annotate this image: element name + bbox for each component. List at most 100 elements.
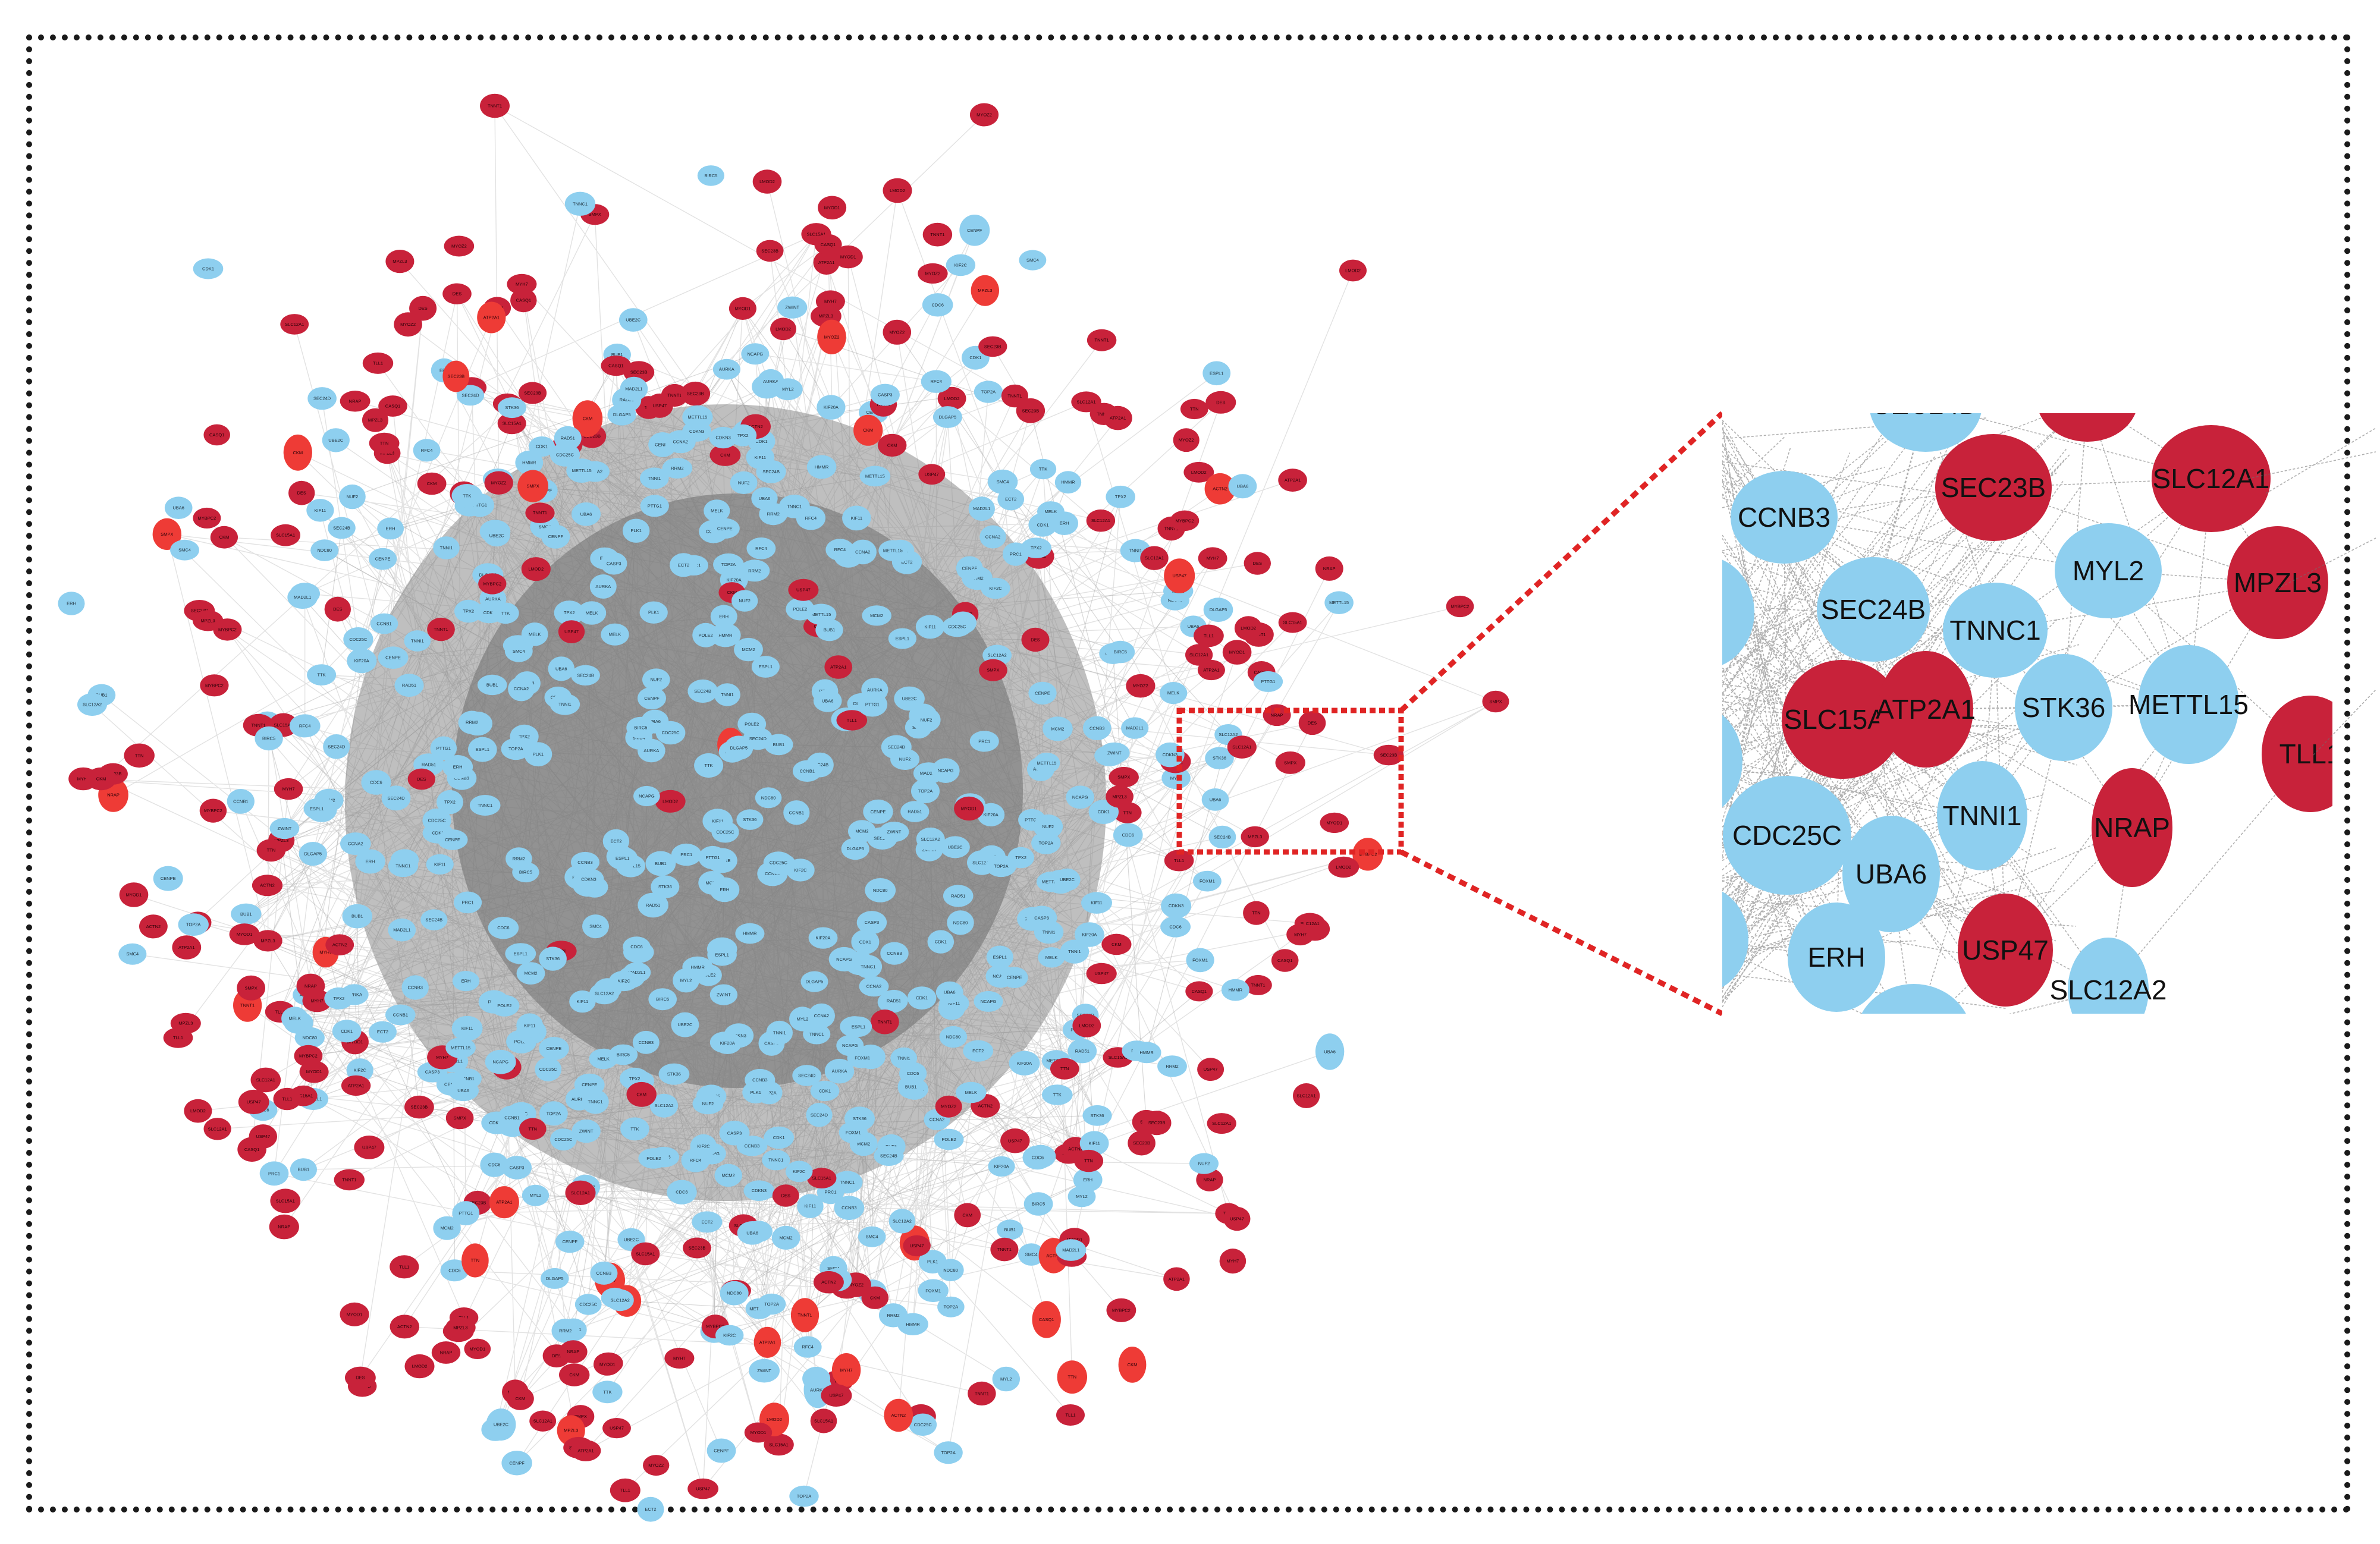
node-label: ERH xyxy=(1083,1177,1092,1183)
node-downregulated: TPX2 xyxy=(554,600,585,625)
node-downregulated: KIF11 xyxy=(1079,1131,1109,1156)
node-label: CASQ1 xyxy=(244,1147,259,1152)
node-upregulated: MYOD1 xyxy=(119,882,149,907)
node-downregulated: POLE2 xyxy=(786,598,815,621)
zoom-node-ccnb3: CCNB3 xyxy=(1731,471,1838,564)
node-label: CKM xyxy=(720,452,730,458)
node-label: CENPE xyxy=(655,442,670,447)
node-downregulated: CDK1 xyxy=(332,1020,362,1043)
node-downregulated: TOP2A xyxy=(911,779,940,804)
node-label: USP47 xyxy=(1172,573,1186,578)
node-upregulated: ATP2A1 xyxy=(341,1075,371,1096)
node-upregulated: TNNT1 xyxy=(990,1237,1019,1262)
node-downregulated: UBE2C xyxy=(894,686,925,711)
node-downregulated: ZWINT xyxy=(572,1119,601,1143)
node-label: AURKA xyxy=(867,687,883,693)
zoom-node-erh: ERH xyxy=(1788,902,1885,1012)
node-label: NUF2 xyxy=(651,677,662,683)
node-downregulated: RAD51 xyxy=(900,801,930,822)
node-upregulated: DES xyxy=(288,480,315,505)
node-label: UBE2C xyxy=(1060,877,1075,882)
node-label: CASP3 xyxy=(865,920,880,925)
node-label: TTK xyxy=(1039,467,1047,472)
node-upregulated: CKM xyxy=(1118,1347,1147,1383)
node-upregulated: MPZL3 xyxy=(971,275,1000,306)
node-label: CDC6 xyxy=(370,780,382,785)
node-label: SMC4 xyxy=(827,1266,840,1271)
node-downregulated: TPX2 xyxy=(1007,847,1034,869)
zoom-node-myl2: MYL2 xyxy=(2055,523,2162,618)
node-label: MCM2 xyxy=(441,1225,454,1231)
node-label: SLC12A2 xyxy=(893,1218,912,1224)
node-downregulated: SEC24B xyxy=(420,909,448,930)
node-downregulated: UBE2C xyxy=(1054,868,1081,891)
node-label: KIF11 xyxy=(712,819,723,824)
node-downregulated: ESPL1 xyxy=(986,945,1013,969)
node-label: RAD51 xyxy=(646,902,660,908)
node-label: MCM2 xyxy=(780,1235,793,1240)
node-downregulated: NUF2 xyxy=(912,707,941,732)
node-label: TTN xyxy=(471,1258,480,1263)
node-downregulated: SLC12A2 xyxy=(77,693,107,716)
node-label: TOP2A xyxy=(918,788,932,794)
node-label: POLE2 xyxy=(793,606,807,612)
node-upregulated: SLC12A1 xyxy=(280,314,309,335)
node-upregulated: MYOD1 xyxy=(340,1302,369,1326)
node-label: TNNI1 xyxy=(897,1055,910,1061)
node-downregulated: KIF11 xyxy=(842,505,871,531)
node-downregulated: BUB1 xyxy=(231,903,262,925)
node-downregulated: ECT2 xyxy=(602,829,630,854)
node-label: CDK1 xyxy=(916,995,928,1001)
node-label: CASP3 xyxy=(727,1130,742,1136)
zoom-node-label: SLC12A2 xyxy=(2050,974,2167,1005)
node-downregulated: ZWINT xyxy=(709,984,738,1005)
node-downregulated: DLGAP5 xyxy=(541,1268,569,1289)
node-label: NCAPG xyxy=(938,768,954,773)
node-downregulated: ERH xyxy=(452,971,480,992)
node-downregulated: RFC4 xyxy=(793,1336,822,1358)
node-downregulated: HMMR xyxy=(515,450,544,475)
node-upregulated: ATP2A1 xyxy=(1278,468,1307,492)
node-downregulated: CDC6 xyxy=(1113,823,1143,847)
node-label: SEC24D xyxy=(313,396,331,401)
node-label: AURKA xyxy=(763,379,778,384)
node-label: MYBPC2 xyxy=(204,808,222,813)
node-label: CCNB1 xyxy=(789,810,804,815)
node-downregulated: PTTG1 xyxy=(430,736,457,760)
node-label: KIF20A xyxy=(824,405,839,410)
node-downregulated: ERH xyxy=(58,592,85,615)
node-upregulated: SLC15A1 xyxy=(631,1242,660,1266)
node-downregulated: PRC1 xyxy=(969,731,999,752)
node-label: BUB1 xyxy=(96,693,108,698)
node-label: NRAP xyxy=(1204,1177,1216,1183)
node-label: POLE2 xyxy=(646,1156,661,1161)
node-label: USP47 xyxy=(362,1144,376,1150)
node-label: MYH7 xyxy=(311,998,324,1004)
node-label: UBE2C xyxy=(677,1022,693,1027)
node-upregulated: TNNT1 xyxy=(1244,974,1272,995)
node-label: UBA6 xyxy=(746,1230,758,1235)
node-label: UBA6 xyxy=(555,666,567,671)
node-upregulated: USP47 xyxy=(646,393,673,418)
node-label: PLK1 xyxy=(751,1090,761,1095)
node-upregulated: DES xyxy=(1205,391,1236,414)
node-label: HMMR xyxy=(906,1322,920,1327)
node-label: KIF11 xyxy=(851,515,862,521)
node-downregulated: HMMR xyxy=(1221,979,1249,1001)
node-upregulated: CASQ1 xyxy=(814,234,842,255)
node-downregulated: DLGAP5 xyxy=(800,971,828,992)
node-downregulated: SLC12A2 xyxy=(606,1289,634,1312)
node-downregulated: TOP2A xyxy=(974,381,1003,403)
node-upregulated: MYOZ2 xyxy=(883,319,912,345)
node-upregulated: SMPX xyxy=(152,518,181,551)
node-label: ACTN2 xyxy=(891,1413,906,1418)
node-upregulated: ATP2A1 xyxy=(813,250,840,275)
node-label: CDC25C xyxy=(914,1422,932,1427)
node-label: CENPF xyxy=(644,696,660,701)
node-label: UBE2C xyxy=(624,1237,639,1242)
node-downregulated: CDK1 xyxy=(193,258,224,279)
node-label: SLC12A1 xyxy=(1301,921,1320,926)
node-downregulated: NUF2 xyxy=(731,590,758,612)
node-label: CASQ1 xyxy=(608,363,623,369)
